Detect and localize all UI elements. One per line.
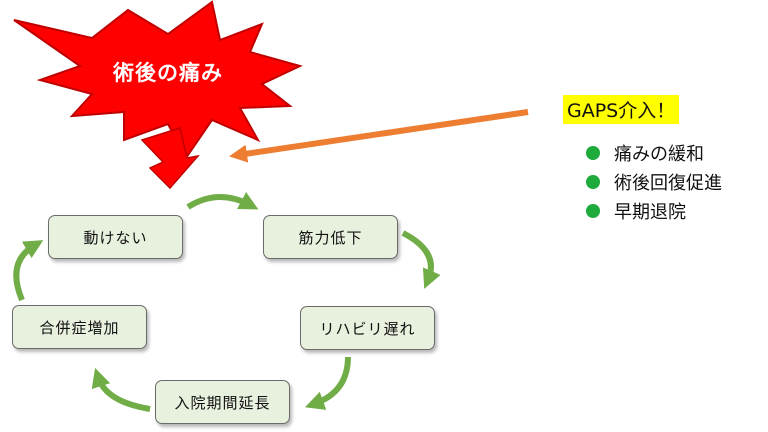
- cycle-node-rehab-delay: リハビリ遅れ: [300, 306, 435, 350]
- gaps-title: GAPS介入！: [563, 95, 680, 124]
- cycle-arrow-3: [304, 356, 351, 410]
- benefit-item: 術後回復促進: [586, 167, 722, 196]
- pain-burst-shape: [13, 0, 303, 160]
- cycle-arrow-2: [401, 230, 441, 289]
- benefit-label: 術後回復促進: [614, 172, 722, 194]
- benefit-item: 痛みの緩和: [586, 138, 722, 167]
- cycle-node-stay-extension: 入院期間延長: [155, 380, 290, 424]
- benefit-item: 早期退院: [586, 196, 722, 225]
- pain-down-arrow: [140, 127, 200, 190]
- cycle-node-muscle-weakness: 筋力低下: [263, 215, 398, 259]
- benefit-label: 早期退院: [614, 201, 686, 223]
- benefit-list: 痛みの緩和 術後回復促進 早期退院: [586, 138, 722, 225]
- cycle-arrow-5: [13, 240, 44, 302]
- cycle-node-cannot-move: 動けない: [48, 215, 183, 259]
- benefit-label: 痛みの緩和: [614, 143, 704, 165]
- bullet-dot-icon: [586, 145, 600, 160]
- cycle-arrow-4: [91, 367, 151, 412]
- cycle-arrow-1: [186, 192, 259, 210]
- cycle-node-complications: 合併症増加: [12, 305, 147, 349]
- bullet-dot-icon: [586, 174, 600, 189]
- gaps-arrow: [229, 109, 529, 163]
- bullet-dot-icon: [586, 203, 600, 218]
- pain-burst-label: 術後の痛み: [113, 61, 223, 85]
